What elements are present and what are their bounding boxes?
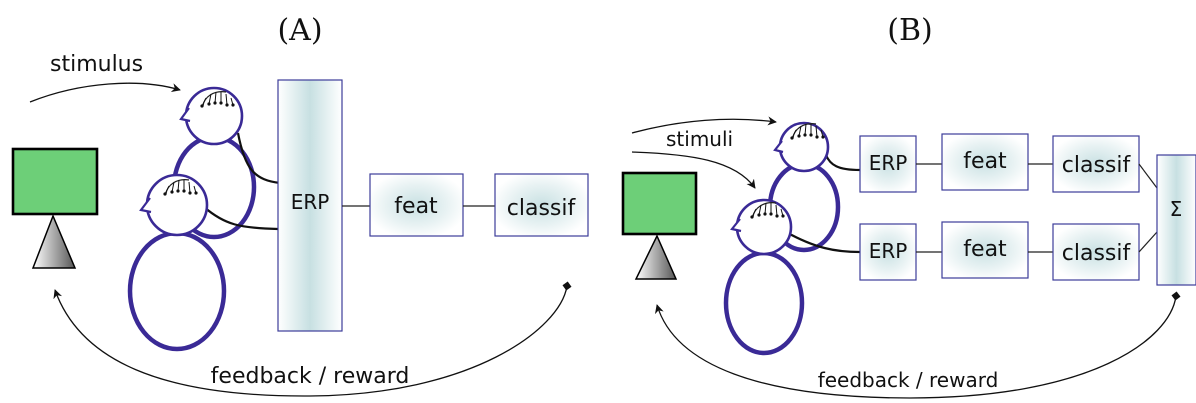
feat-block-top xyxy=(941,133,1029,191)
feedback-label-b: feedback / reward xyxy=(818,368,999,392)
erp-label-top: ERP xyxy=(869,151,908,175)
person-front-icon xyxy=(127,173,279,352)
classif-label-top: classif xyxy=(1062,153,1132,178)
erp-label: ERP xyxy=(291,190,330,214)
feat-block xyxy=(369,173,464,237)
panel-b: (B) stimuli ERP feat xyxy=(621,13,1196,399)
classif-sum-link-bottom xyxy=(1138,231,1158,253)
sum-label: Σ xyxy=(1170,197,1183,221)
classif-label: classif xyxy=(507,196,577,221)
classif-block xyxy=(494,173,589,237)
feedback-arrow-b xyxy=(655,291,1181,399)
panel-b-label: (B) xyxy=(887,13,932,48)
erp-block-bottom xyxy=(859,223,917,281)
stimuli-arrow-bottom xyxy=(631,151,756,189)
stimulus-label: stimulus xyxy=(50,52,143,77)
sum-block xyxy=(1156,154,1196,286)
screen-icon xyxy=(11,147,99,216)
panel-a-label: (A) xyxy=(277,13,322,48)
screen-icon-b xyxy=(621,171,698,236)
classif-sum-link-top xyxy=(1138,163,1158,189)
feedback-arrow xyxy=(53,281,572,397)
feedback-label: feedback / reward xyxy=(211,364,410,389)
feat-block-bottom xyxy=(941,221,1029,279)
panel-a: (A) stimulus ERP feat xyxy=(11,13,589,397)
stand-icon xyxy=(31,213,77,269)
stimulus-arrow xyxy=(29,82,181,103)
classif-label-bottom: classif xyxy=(1062,241,1132,266)
feat-label: feat xyxy=(394,194,438,219)
stand-icon-b xyxy=(634,234,678,280)
stimuli-arrow-top xyxy=(631,116,777,134)
feat-label-top: feat xyxy=(963,149,1007,174)
classif-block-bottom xyxy=(1052,223,1140,281)
stimuli-label: stimuli xyxy=(666,127,733,151)
feat-label-bottom: feat xyxy=(963,237,1007,262)
erp-label-bottom: ERP xyxy=(869,239,908,263)
